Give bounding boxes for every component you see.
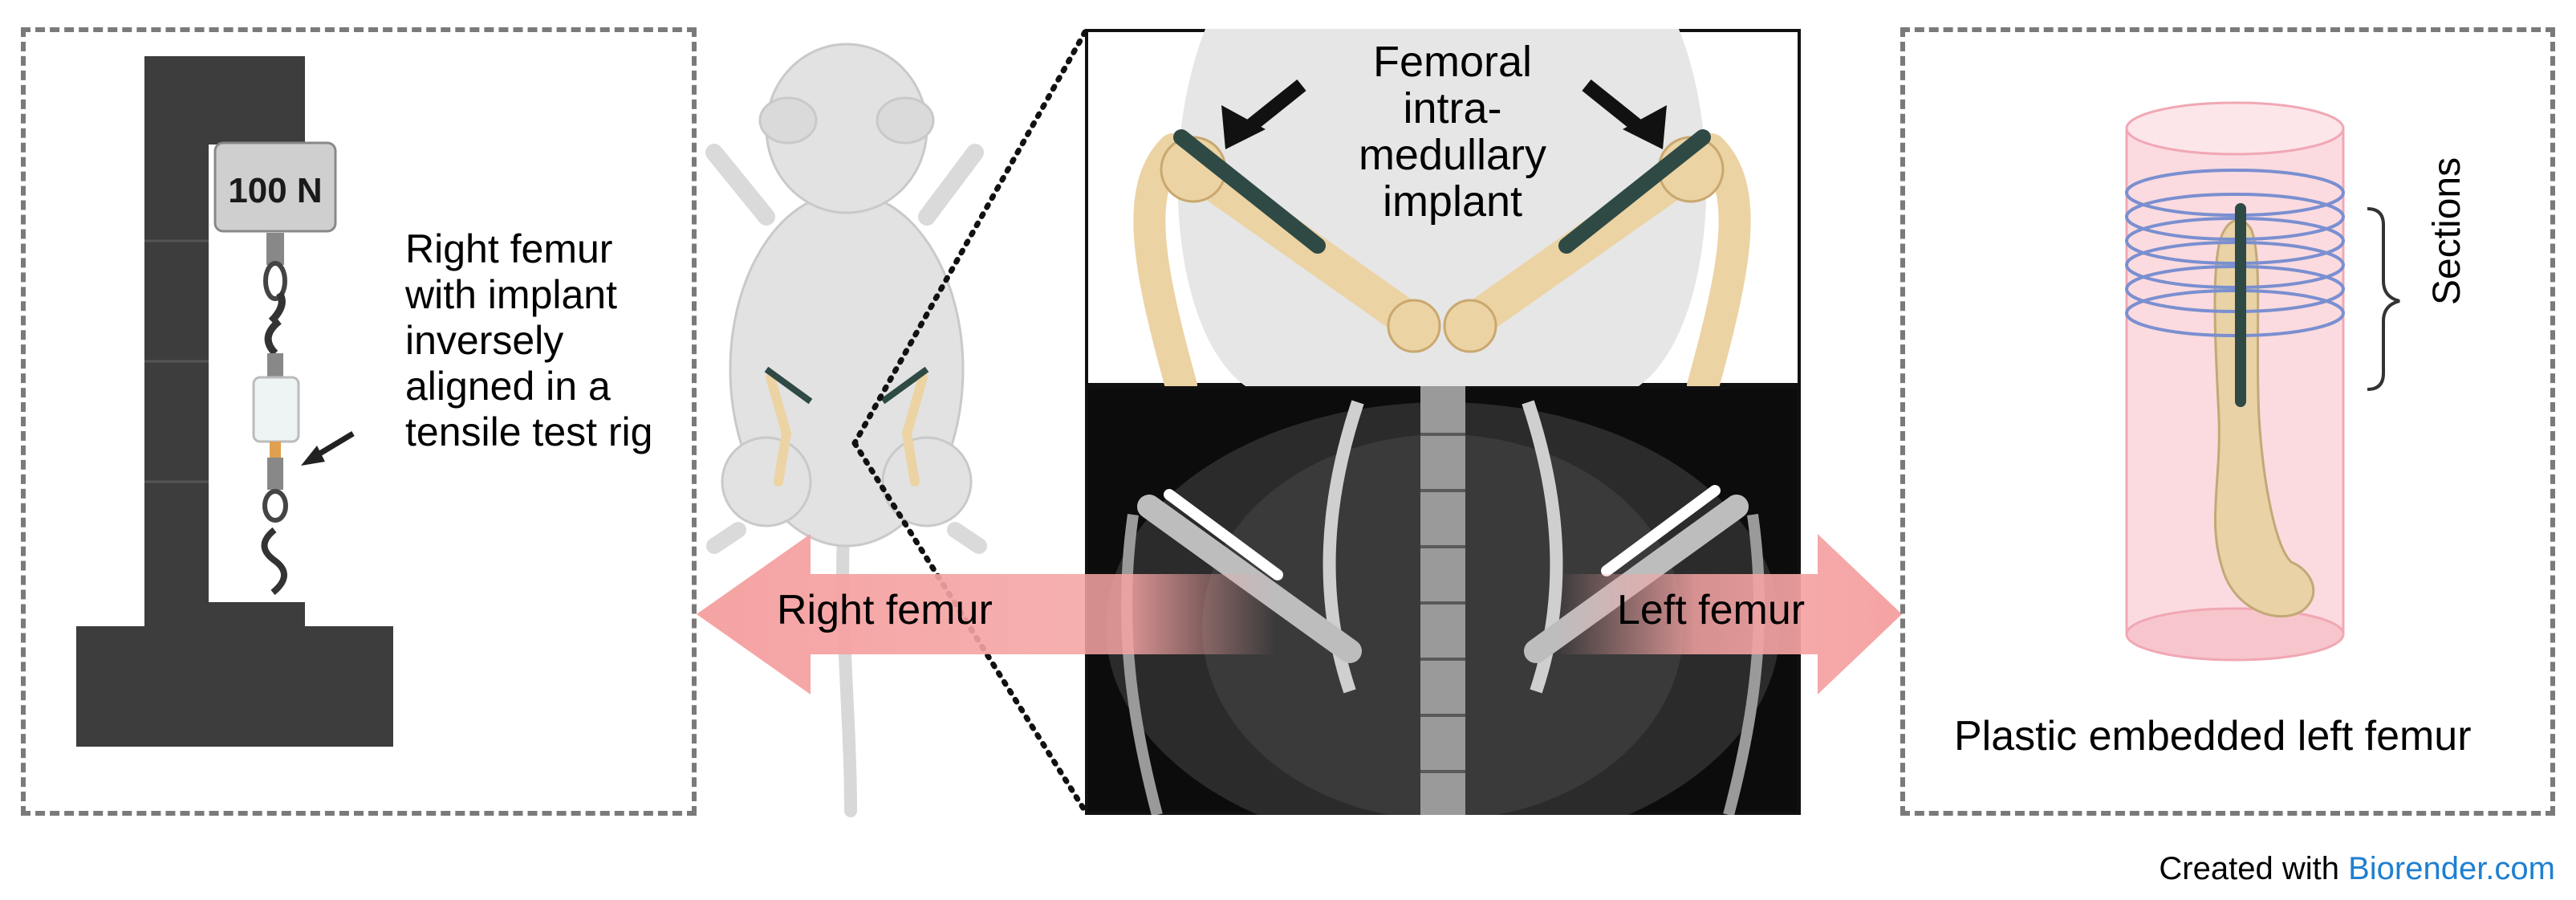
biorender-link[interactable]: Biorender.com: [2348, 851, 2555, 886]
embedded-femur-illustration: [2103, 96, 2472, 682]
credit-prefix: Created with: [2159, 851, 2348, 886]
embedded-femur-caption: Plastic embedded left femur: [1954, 712, 2472, 760]
left-femur-label: Left femur: [1617, 586, 1805, 634]
sections-bracket: [2367, 209, 2399, 389]
sections-label: Sections: [2425, 157, 2469, 305]
biorender-credit: Created with Biorender.com: [2159, 851, 2555, 887]
right-femur-label: Right femur: [777, 586, 993, 634]
